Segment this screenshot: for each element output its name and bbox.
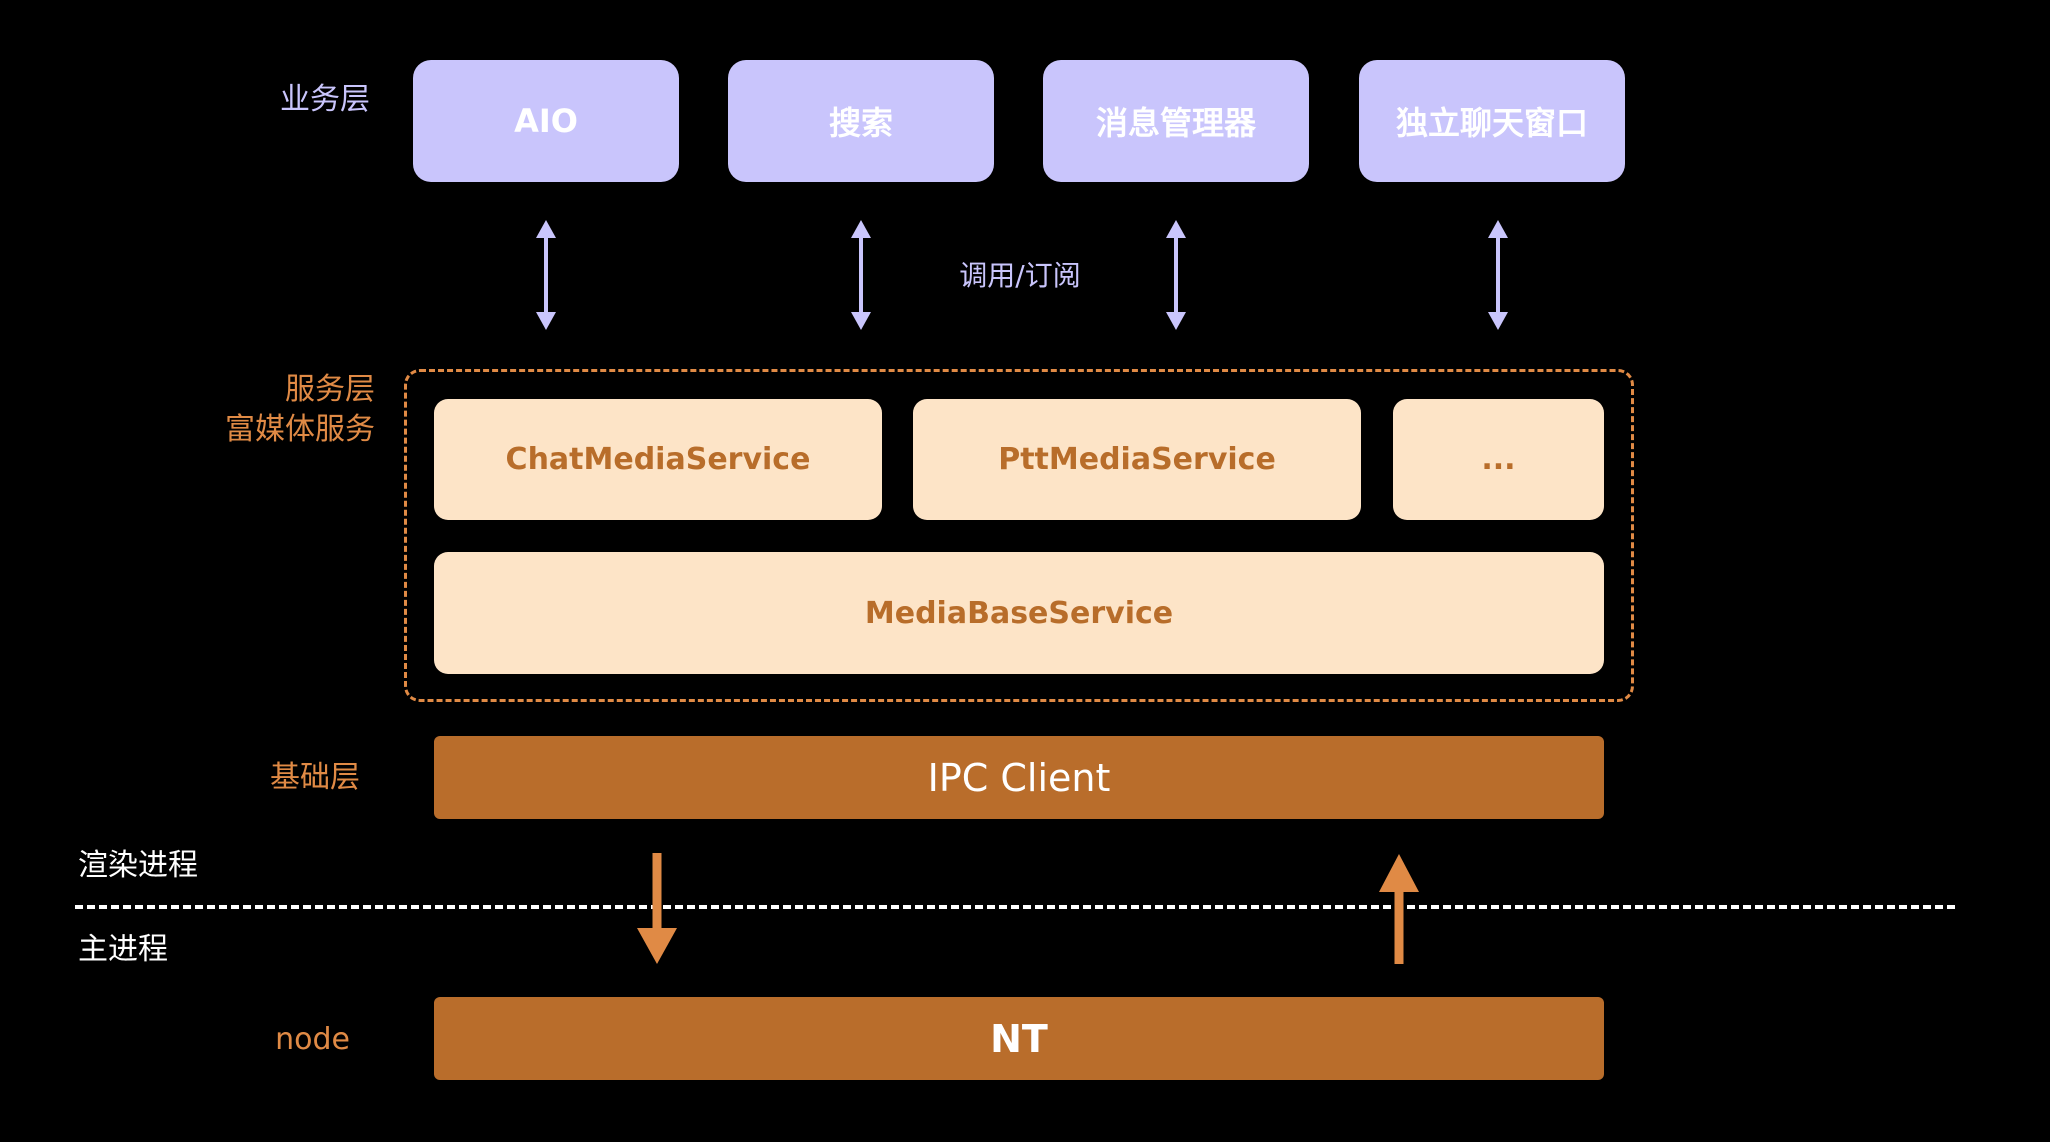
media-base-service: MediaBaseService	[434, 552, 1604, 674]
search-module: 搜索	[728, 60, 994, 182]
foundation-layer-label: 基础层	[270, 760, 360, 795]
call-arrow-message-manager	[1166, 220, 1186, 330]
process-divider	[75, 905, 1955, 909]
call-arrow-standalone-chat	[1488, 220, 1508, 330]
main-process-label: 主进程	[78, 932, 168, 967]
call-arrow-search	[851, 220, 871, 330]
call-arrow-aio	[536, 220, 556, 330]
call-subscribe-label: 调用/订阅	[959, 259, 1081, 292]
service-layer-label: 服务层	[285, 372, 375, 407]
aio-module: AIO	[413, 60, 679, 182]
service-layer-frame	[404, 369, 1634, 702]
standalone-chat-window-module: 独立聊天窗口	[1359, 60, 1625, 182]
business-layer-label: 业务层	[280, 82, 370, 117]
chat-media-service: ChatMediaService	[434, 399, 882, 520]
ipc-up-arrow	[1379, 854, 1419, 964]
ptt-media-service: PttMediaService	[913, 399, 1361, 520]
node-label: node	[275, 1022, 350, 1057]
ipc-client-bar: IPC Client	[434, 736, 1604, 819]
ipc-down-arrow	[637, 853, 677, 964]
nt-bar: NT	[434, 997, 1604, 1080]
more-services: ...	[1393, 399, 1604, 520]
message-manager-module: 消息管理器	[1043, 60, 1309, 182]
rich-media-service-label: 富媒体服务	[225, 412, 375, 447]
render-process-label: 渲染进程	[78, 848, 198, 883]
